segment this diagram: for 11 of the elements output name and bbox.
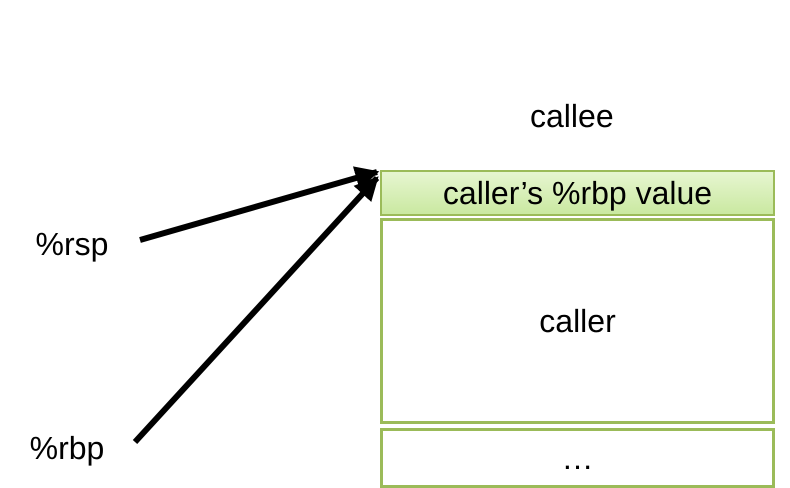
register-label: %rbp xyxy=(12,426,122,470)
slot-label: caller’s %rbp value xyxy=(442,174,712,212)
stack-frame xyxy=(380,218,775,424)
stack-frame xyxy=(380,428,775,488)
slot-label: … xyxy=(562,440,594,476)
register-label: %rsp xyxy=(22,222,122,266)
arrow xyxy=(132,176,380,444)
frame-label: callee xyxy=(530,98,614,135)
arrow xyxy=(139,166,380,243)
stack-slot xyxy=(380,170,775,216)
slot-label: caller xyxy=(539,302,616,340)
